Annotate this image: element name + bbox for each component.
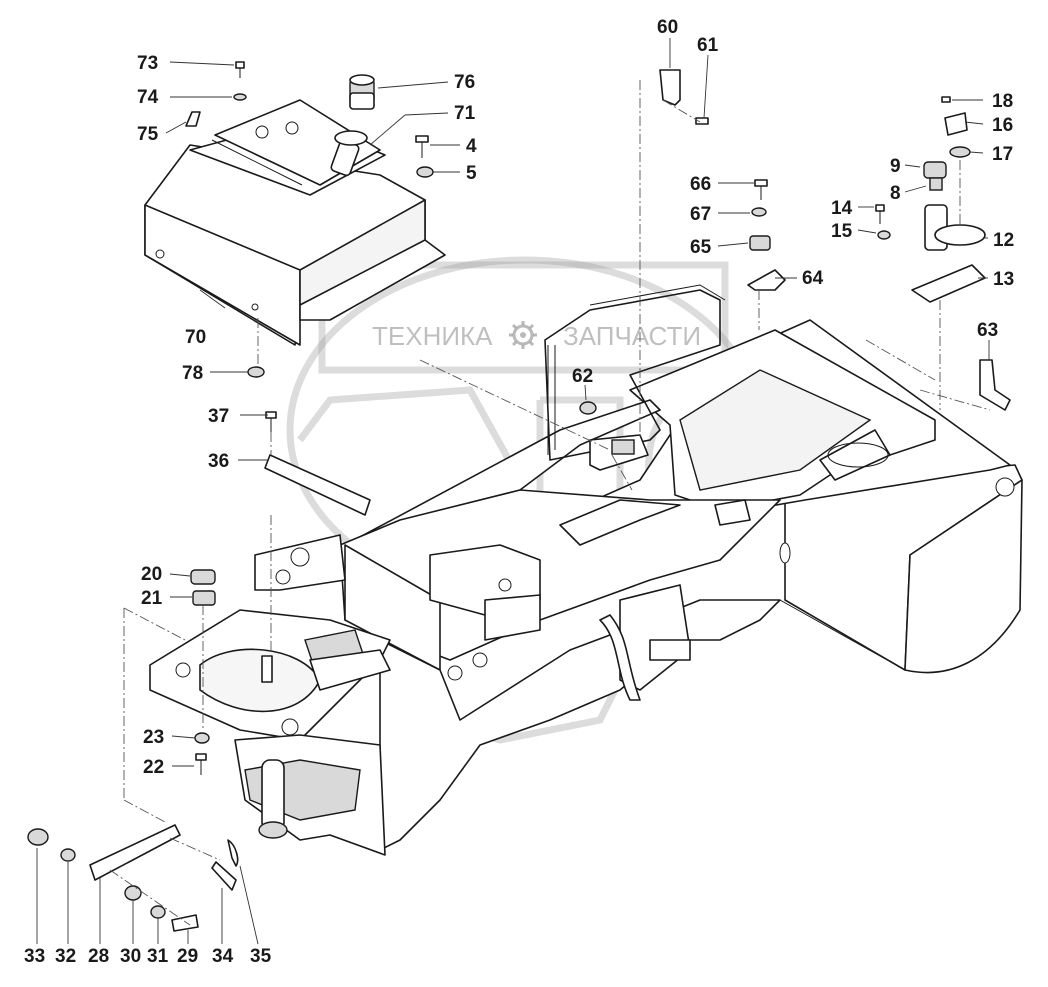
callout-37: 37 xyxy=(208,406,229,427)
callout-15: 15 xyxy=(831,221,853,242)
callout-73: 73 xyxy=(137,53,158,74)
callout-35: 35 xyxy=(250,946,272,967)
callout-62: 62 xyxy=(572,366,593,387)
callout-76: 76 xyxy=(454,72,475,93)
callout-17: 17 xyxy=(992,144,1013,165)
callout-16: 16 xyxy=(992,115,1013,136)
callout-labels: 73 74 75 76 71 4 5 70 78 60 61 66 67 65 … xyxy=(24,17,1014,967)
watermark-left-text: ТЕХНИКА xyxy=(372,321,493,351)
callout-28: 28 xyxy=(88,946,109,967)
callout-9: 9 xyxy=(890,156,901,177)
callout-5: 5 xyxy=(466,163,477,184)
callout-13: 13 xyxy=(993,269,1014,290)
callout-21: 21 xyxy=(141,588,163,609)
callout-14: 14 xyxy=(831,198,853,219)
leader-lines xyxy=(36,38,991,945)
main-frame xyxy=(149,284,1023,856)
filler-neck xyxy=(330,74,375,177)
callout-60: 60 xyxy=(657,17,678,38)
callout-70: 70 xyxy=(185,327,206,348)
callout-31: 31 xyxy=(147,946,169,967)
callout-66: 66 xyxy=(690,174,711,195)
callout-23: 23 xyxy=(143,727,164,748)
gear-icon xyxy=(509,321,537,349)
callout-30: 30 xyxy=(120,946,141,967)
fuel-tank xyxy=(144,99,446,346)
callout-36: 36 xyxy=(208,451,229,472)
callout-75: 75 xyxy=(137,124,159,145)
callout-74: 74 xyxy=(137,87,159,108)
callout-63: 63 xyxy=(977,320,998,341)
callout-71: 71 xyxy=(454,103,476,124)
callout-64: 64 xyxy=(802,268,824,289)
callout-4: 4 xyxy=(466,136,477,157)
callout-33: 33 xyxy=(24,946,45,967)
callout-34: 34 xyxy=(212,946,234,967)
fasteners xyxy=(27,61,1011,932)
callout-67: 67 xyxy=(690,204,711,225)
callout-18: 18 xyxy=(992,91,1013,112)
watermark-right-text: ЗАПЧАСТИ xyxy=(563,321,701,351)
callout-22: 22 xyxy=(143,757,164,778)
callout-12: 12 xyxy=(993,230,1014,251)
callout-78: 78 xyxy=(182,363,203,384)
callout-20: 20 xyxy=(141,564,162,585)
callout-32: 32 xyxy=(55,946,76,967)
callout-61: 61 xyxy=(697,35,719,56)
callout-65: 65 xyxy=(690,237,712,258)
callout-29: 29 xyxy=(177,946,198,967)
callout-8: 8 xyxy=(890,183,901,204)
